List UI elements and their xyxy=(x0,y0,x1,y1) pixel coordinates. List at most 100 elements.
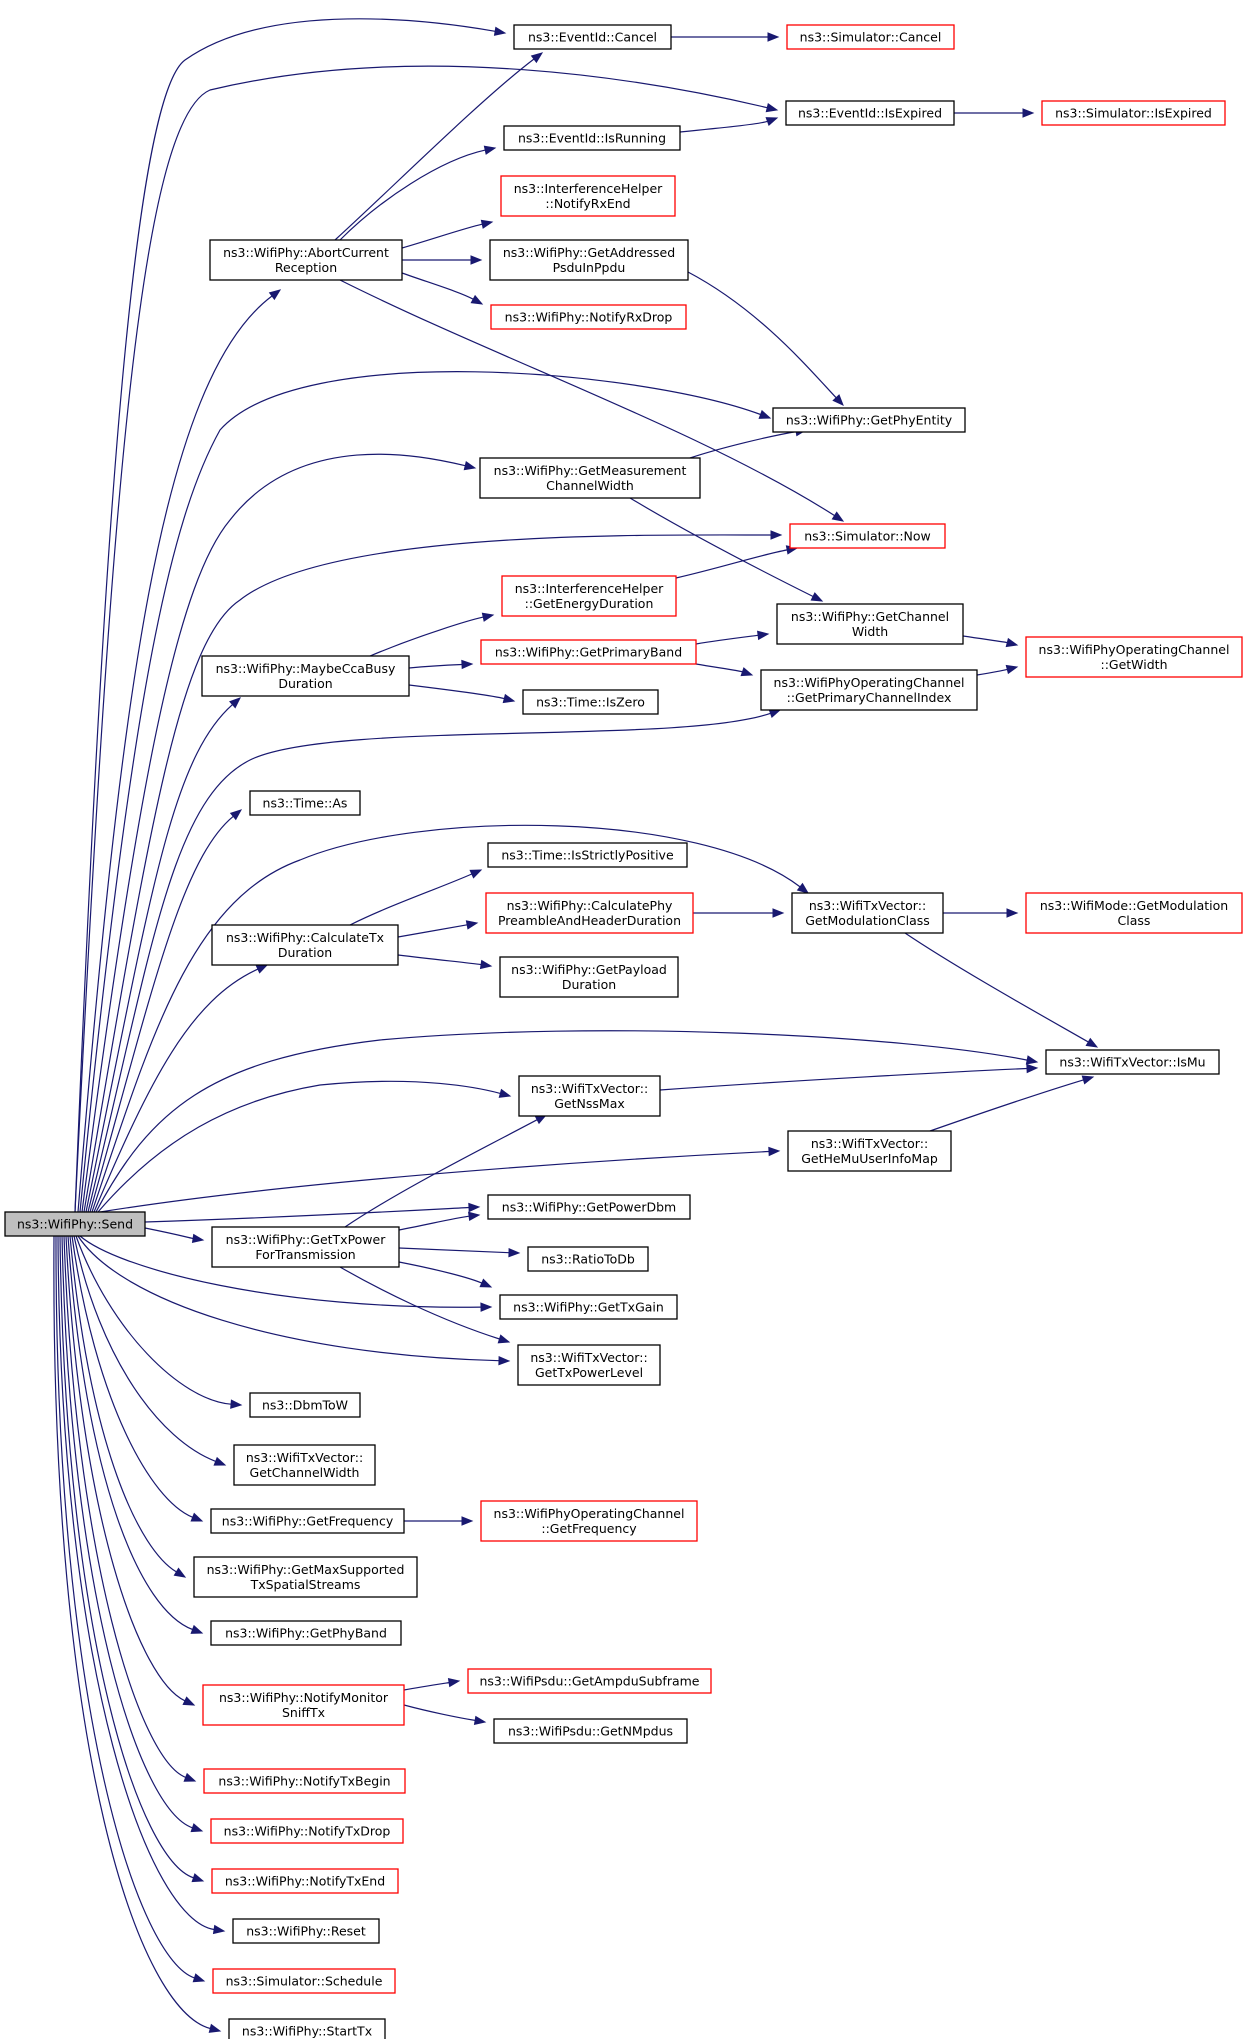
node-getnssmax[interactable]: ns3::WifiTxVector::GetNssMax xyxy=(518,1075,661,1117)
call-edge-send-to-maybecca xyxy=(85,697,242,1213)
node-getpowerdbm[interactable]: ns3::WifiPhy::GetPowerDbm xyxy=(487,1194,691,1220)
node-calcphypre[interactable]: ns3::WifiPhy::CalculatePhyPreambleAndHea… xyxy=(485,892,694,934)
call-edge-send-to-evcancel xyxy=(74,18,507,1213)
call-edge-gettxpower-to-ratiotodb xyxy=(398,1247,521,1258)
node-getmaxss[interactable]: ns3::WifiPhy::GetMaxSupportedTxSpatialSt… xyxy=(193,1556,418,1598)
node-ampdusub[interactable]: ns3::WifiPsdu::GetAmpduSubframe xyxy=(467,1668,712,1694)
call-edge-send-to-gettxplevel xyxy=(77,1235,511,1366)
node-timeas[interactable]: ns3::Time::As xyxy=(249,790,361,816)
node-ismu[interactable]: ns3::WifiTxVector::IsMu xyxy=(1045,1049,1220,1075)
edge-line xyxy=(398,1215,470,1231)
node-getfreq[interactable]: ns3::WifiPhy::GetFrequency xyxy=(210,1508,405,1534)
call-edge-isexpired-to-simisexpired xyxy=(954,108,1035,118)
node-notifytxend[interactable]: ns3::WifiPhy::NotifyTxEnd xyxy=(211,1868,399,1894)
node-label: ns3::Simulator::Cancel xyxy=(800,30,942,45)
edge-line xyxy=(369,616,484,657)
node-txvgetchw[interactable]: ns3::WifiTxVector::GetChannelWidth xyxy=(233,1444,376,1486)
node-reset[interactable]: ns3::WifiPhy::Reset xyxy=(232,1918,380,1944)
node-isrunning[interactable]: ns3::EventId::IsRunning xyxy=(503,125,681,151)
node-strictpos[interactable]: ns3::Time::IsStrictlyPositive xyxy=(487,842,688,868)
node-simisexpired[interactable]: ns3::Simulator::IsExpired xyxy=(1041,100,1226,126)
call-edge-abort-to-isrunning xyxy=(339,145,497,241)
node-ratiotodb[interactable]: ns3::RatioToDb xyxy=(527,1246,649,1272)
node-getnmpdus[interactable]: ns3::WifiPsdu::GetNMpdus xyxy=(493,1718,688,1744)
call-edge-send-to-notifytxend xyxy=(59,1235,205,1883)
node-hemumap[interactable]: ns3::WifiTxVector::GetHeMuUserInfoMap xyxy=(787,1130,952,1172)
node-label: ns3::WifiTxVector:: xyxy=(246,1450,363,1465)
edge-line xyxy=(77,295,273,1213)
edge-line xyxy=(962,635,1008,644)
call-edge-abort-to-notifyrxdrop xyxy=(401,272,484,305)
node-label: ns3::EventId::IsRunning xyxy=(518,131,666,146)
node-notifyrxend[interactable]: ns3::InterferenceHelper::NotifyRxEnd xyxy=(500,175,676,217)
call-edge-abort-to-getaddressed xyxy=(402,255,483,265)
node-box xyxy=(202,1684,405,1726)
node-getchwidth[interactable]: ns3::WifiPhy::GetChannelWidth xyxy=(776,603,964,645)
arrowhead-icon xyxy=(1005,637,1019,648)
node-simnow[interactable]: ns3::Simulator::Now xyxy=(789,523,946,549)
node-label: ::GetPrimaryChannelIndex xyxy=(787,690,952,705)
call-edge-maybecca-to-iszero xyxy=(408,684,516,704)
node-label: ns3::WifiPsdu::GetNMpdus xyxy=(508,1724,673,1739)
arrowhead-icon xyxy=(502,693,516,704)
edge-line xyxy=(334,58,535,241)
node-box xyxy=(212,1968,396,1994)
node-getprimaryband[interactable]: ns3::WifiPhy::GetPrimaryBand xyxy=(480,639,697,665)
node-label: Reception xyxy=(275,260,337,275)
node-getphyentity[interactable]: ns3::WifiPhy::GetPhyEntity xyxy=(772,407,966,433)
edge-line xyxy=(397,924,468,938)
node-getenergy[interactable]: ns3::InterferenceHelper::GetEnergyDurati… xyxy=(501,575,677,617)
edge-line xyxy=(95,1030,1028,1213)
node-box xyxy=(4,1211,146,1237)
node-label: ns3::InterferenceHelper xyxy=(514,181,663,196)
node-box xyxy=(522,689,659,715)
node-send[interactable]: ns3::WifiPhy::Send xyxy=(4,1211,146,1237)
node-ocprimidx[interactable]: ns3::WifiPhyOperatingChannel::GetPrimary… xyxy=(760,669,978,711)
node-ocgetfreq[interactable]: ns3::WifiPhyOperatingChannel::GetFrequen… xyxy=(480,1500,698,1542)
node-schedule[interactable]: ns3::Simulator::Schedule xyxy=(212,1968,396,1994)
arrowhead-icon xyxy=(470,294,484,305)
node-starttx[interactable]: ns3::WifiPhy::StartTx xyxy=(228,2018,386,2039)
node-gettxplevel[interactable]: ns3::WifiTxVector::GetTxPowerLevel xyxy=(517,1344,661,1386)
arrowhead-icon xyxy=(229,697,242,709)
edge-line xyxy=(63,1235,186,1778)
node-label: ::GetFrequency xyxy=(541,1521,637,1536)
arrowhead-icon xyxy=(469,869,483,879)
node-evcancel[interactable]: ns3::EventId::Cancel xyxy=(513,24,672,50)
node-box xyxy=(210,1508,405,1534)
node-dbmtow[interactable]: ns3::DbmToW xyxy=(249,1392,361,1418)
node-modegetmod[interactable]: ns3::WifiMode::GetModulationClass xyxy=(1025,892,1243,934)
arrowhead-icon xyxy=(465,920,479,930)
node-getphyband[interactable]: ns3::WifiPhy::GetPhyBand xyxy=(210,1620,402,1646)
arrowhead-icon xyxy=(810,592,824,602)
node-label: PreambleAndHeaderDuration xyxy=(498,913,681,928)
node-label: GetChannelWidth xyxy=(250,1465,360,1480)
node-ocgetwidth[interactable]: ns3::WifiPhyOperatingChannel::GetWidth xyxy=(1025,636,1243,678)
node-notifyrxdrop[interactable]: ns3::WifiPhy::NotifyRxDrop xyxy=(490,304,687,330)
node-box xyxy=(1045,1049,1220,1075)
node-gettxgain[interactable]: ns3::WifiPhy::GetTxGain xyxy=(499,1294,678,1320)
node-txvgetmod[interactable]: ns3::WifiTxVector::GetModulationClass xyxy=(791,892,944,934)
node-notifytxbegin[interactable]: ns3::WifiPhy::NotifyTxBegin xyxy=(203,1768,406,1794)
node-label: ns3::WifiPsdu::GetAmpduSubframe xyxy=(479,1674,699,1689)
call-edge-send-to-abort xyxy=(77,289,282,1213)
node-label: ns3::WifiPhy::Send xyxy=(17,1217,133,1232)
node-iszero[interactable]: ns3::Time::IsZero xyxy=(522,689,659,715)
call-edge-calctx-to-calcphypre xyxy=(397,920,479,938)
node-isexpired[interactable]: ns3::EventId::IsExpired xyxy=(785,100,955,126)
arrowhead-icon xyxy=(765,117,779,126)
edge-line xyxy=(87,712,771,1213)
arrowhead-icon xyxy=(182,1696,196,1706)
node-notifytxdrop[interactable]: ns3::WifiPhy::NotifyTxDrop xyxy=(210,1818,404,1844)
edge-line xyxy=(71,1235,193,1518)
edge-line xyxy=(679,120,768,133)
node-simcancel[interactable]: ns3::Simulator::Cancel xyxy=(786,24,955,50)
